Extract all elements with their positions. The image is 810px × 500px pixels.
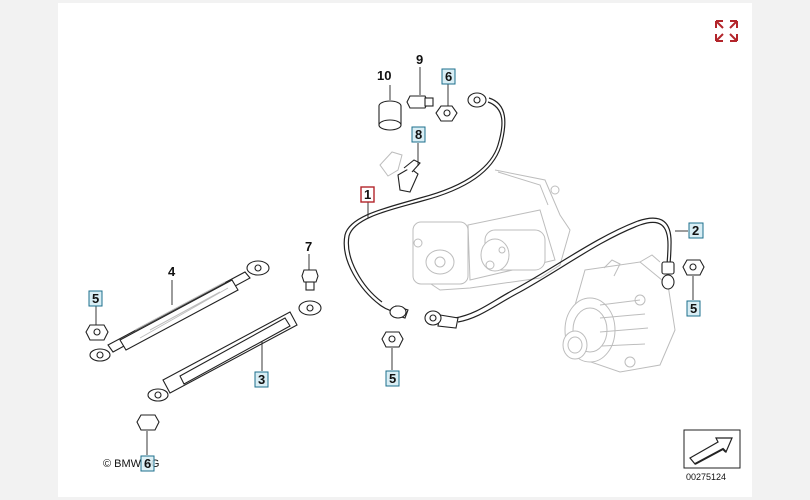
bolt-part-7: [301, 269, 319, 291]
callout-label: 1: [364, 187, 371, 202]
alternator-illustration: [562, 254, 676, 373]
callout-2[interactable]: 2: [688, 222, 704, 239]
leader-lines: [95, 67, 694, 455]
callout-label: 6: [144, 456, 151, 471]
callout-5-right[interactable]: 5: [686, 300, 701, 317]
callout-label: 6: [445, 69, 452, 84]
callout-3[interactable]: 3: [254, 371, 269, 388]
expand-icon[interactable]: [710, 18, 740, 44]
callout-label: 5: [92, 291, 99, 306]
clip-part-8: [379, 151, 421, 193]
nut-part-6-bottom: [136, 414, 160, 431]
nut-part-6: [435, 105, 458, 122]
battery-cable-part-1: [343, 92, 506, 319]
callout-4[interactable]: 4: [168, 264, 176, 279]
callout-label: 5: [690, 301, 697, 316]
nut-part-5-right: [682, 259, 705, 276]
cap-part-10: [378, 100, 402, 131]
ground-strap-part-4: [89, 260, 270, 362]
callout-label: 5: [389, 371, 396, 386]
callout-5-center[interactable]: 5: [385, 370, 400, 387]
callout-5-left[interactable]: 5: [88, 290, 103, 307]
navigate-arrow-icon[interactable]: [683, 429, 741, 469]
diagram-panel: [58, 3, 752, 497]
callout-1[interactable]: 1: [360, 186, 375, 203]
nut-part-5-center: [381, 331, 404, 348]
callout-8[interactable]: 8: [411, 126, 426, 143]
callout-label: 7: [305, 239, 312, 254]
ground-strap-part-3: [147, 300, 322, 402]
callout-6[interactable]: 6: [441, 68, 456, 85]
callout-label: 9: [416, 52, 423, 67]
document-number: 00275124: [686, 472, 726, 482]
nut-part-5-left: [85, 324, 109, 341]
callout-9[interactable]: 9: [416, 52, 423, 67]
callout-6-bottom[interactable]: 6: [140, 455, 155, 472]
callout-10[interactable]: 10: [377, 68, 391, 83]
callout-label: 10: [377, 68, 391, 83]
callout-label: 3: [258, 372, 265, 387]
callout-label: 8: [415, 127, 422, 142]
callout-7[interactable]: 7: [305, 239, 312, 254]
battery-cable-part-2: [424, 217, 675, 329]
starter-motor-illustration: [412, 169, 571, 291]
callout-label: 4: [168, 264, 176, 279]
bolt-part-9: [406, 95, 434, 109]
callout-label: 2: [692, 223, 699, 238]
